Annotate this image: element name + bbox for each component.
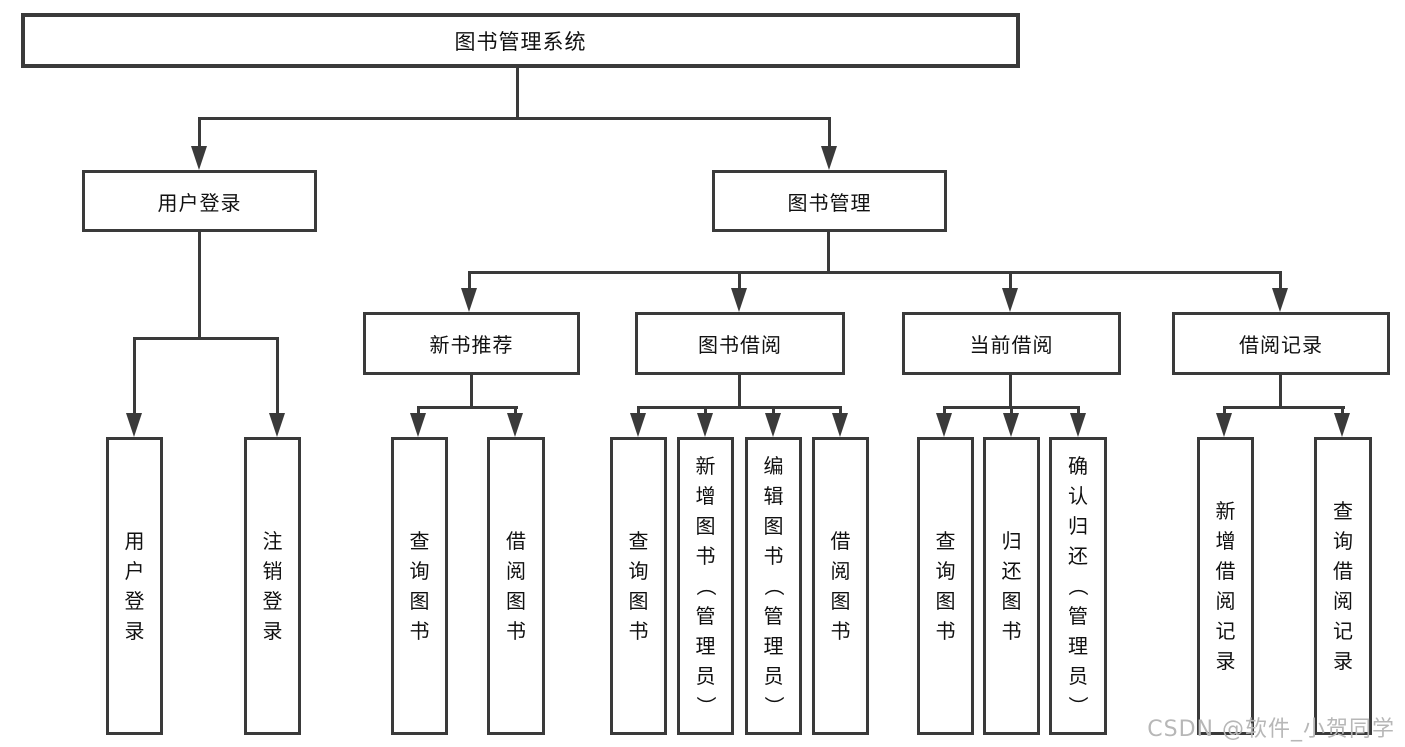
node-root-label: 图书管理系统 — [454, 29, 587, 54]
leaf-edit-books-admin: 编辑图书（管理员） — [745, 437, 802, 735]
connector-line — [839, 406, 842, 416]
leaf-query-books-2-label: 查询图书 — [628, 529, 649, 643]
arrowhead-icon — [269, 413, 285, 437]
connector-line — [1223, 406, 1226, 416]
arrowhead-icon — [1002, 288, 1018, 312]
leaf-add-borrow-record: 新增借阅记录 — [1197, 437, 1254, 735]
arrowhead-icon — [765, 413, 781, 437]
connector-line — [637, 406, 640, 416]
connector-line — [1279, 375, 1282, 409]
arrowhead-icon — [630, 413, 646, 437]
leaf-confirm-return-admin: 确认归还（管理员） — [1049, 437, 1107, 735]
connector-line — [468, 271, 471, 291]
connector-line — [1009, 271, 1012, 291]
node-user-login: 用户登录 — [82, 170, 317, 232]
leaf-user-login: 用户登录 — [106, 437, 163, 735]
connector-line — [637, 406, 842, 409]
connector-line — [772, 406, 775, 416]
connector-line — [943, 406, 946, 416]
arrowhead-icon — [1272, 288, 1288, 312]
connector-line — [417, 406, 518, 409]
node-current-borrow-label: 当前借阅 — [969, 333, 1054, 357]
connector-line — [738, 271, 741, 291]
connector-line — [1077, 406, 1080, 416]
node-new-book-recommend: 新书推荐 — [363, 312, 580, 375]
leaf-return-books: 归还图书 — [983, 437, 1040, 735]
leaf-borrow-books-2: 借阅图书 — [812, 437, 869, 735]
leaf-query-books-3: 查询图书 — [917, 437, 974, 735]
arrowhead-icon — [1334, 413, 1350, 437]
connector-line — [468, 271, 1282, 274]
leaf-add-borrow-record-label: 新增借阅记录 — [1215, 499, 1236, 673]
arrowhead-icon — [936, 413, 952, 437]
node-borrow-records-label: 借阅记录 — [1239, 333, 1323, 357]
node-book-management-label: 图书管理 — [787, 190, 872, 215]
leaf-add-books-admin-label: 新增图书（管理员） — [693, 454, 718, 716]
connector-line — [133, 337, 136, 415]
leaf-query-borrow-record-label: 查询借阅记录 — [1333, 499, 1353, 673]
connector-line — [198, 117, 831, 120]
arrowhead-icon — [410, 413, 426, 437]
node-new-book-recommend-label: 新书推荐 — [429, 333, 514, 357]
connector-line — [828, 117, 831, 149]
leaf-logout: 注销登录 — [244, 437, 301, 735]
connector-line — [133, 337, 279, 340]
leaf-return-books-label: 归还图书 — [1001, 529, 1022, 643]
connector-line — [516, 65, 519, 119]
leaf-borrow-books-1: 借阅图书 — [487, 437, 545, 735]
node-book-borrow-label: 图书借阅 — [698, 333, 782, 357]
connector-line — [198, 232, 201, 340]
arrowhead-icon — [697, 413, 713, 437]
connector-line — [514, 406, 517, 416]
connector-line — [470, 375, 473, 409]
leaf-query-books-1: 查询图书 — [391, 437, 448, 735]
leaf-borrow-books-2-label: 借阅图书 — [830, 529, 851, 643]
node-borrow-records: 借阅记录 — [1172, 312, 1390, 375]
arrowhead-icon — [821, 146, 837, 170]
arrowhead-icon — [832, 413, 848, 437]
connector-line — [1010, 406, 1013, 416]
leaf-confirm-return-admin-label: 确认归还（管理员） — [1066, 454, 1090, 716]
leaf-query-books-1-label: 查询图书 — [409, 529, 430, 643]
arrowhead-icon — [1070, 413, 1086, 437]
connector-line — [738, 375, 741, 409]
leaf-query-books-3-label: 查询图书 — [935, 529, 956, 643]
node-book-management: 图书管理 — [712, 170, 947, 232]
connector-line — [1279, 271, 1282, 291]
node-root: 图书管理系统 — [21, 13, 1020, 68]
connector-line — [1223, 406, 1345, 409]
leaf-query-books-2: 查询图书 — [610, 437, 667, 735]
csdn-watermark: CSDN @软件_小贺同学 — [1147, 717, 1395, 742]
leaf-user-login-label: 用户登录 — [124, 529, 145, 643]
arrowhead-icon — [1216, 413, 1232, 437]
connector-line — [417, 406, 420, 416]
node-user-login-label: 用户登录 — [157, 190, 242, 215]
connector-line — [198, 117, 201, 149]
connector-line — [1009, 375, 1012, 409]
node-current-borrow: 当前借阅 — [902, 312, 1121, 375]
arrowhead-icon — [126, 413, 142, 437]
connector-line — [276, 337, 279, 415]
arrowhead-icon — [507, 413, 523, 437]
arrowhead-icon — [191, 146, 207, 170]
connector-line — [827, 232, 830, 274]
arrowhead-icon — [461, 288, 477, 312]
leaf-edit-books-admin-label: 编辑图书（管理员） — [761, 454, 786, 716]
arrowhead-icon — [731, 288, 747, 312]
leaf-query-borrow-record: 查询借阅记录 — [1314, 437, 1372, 735]
leaf-logout-label: 注销登录 — [262, 529, 283, 643]
leaf-add-books-admin: 新增图书（管理员） — [677, 437, 734, 735]
node-book-borrow: 图书借阅 — [635, 312, 845, 375]
leaf-borrow-books-1-label: 借阅图书 — [506, 529, 526, 643]
connector-line — [1341, 406, 1344, 416]
connector-line — [704, 406, 707, 416]
arrowhead-icon — [1003, 413, 1019, 437]
